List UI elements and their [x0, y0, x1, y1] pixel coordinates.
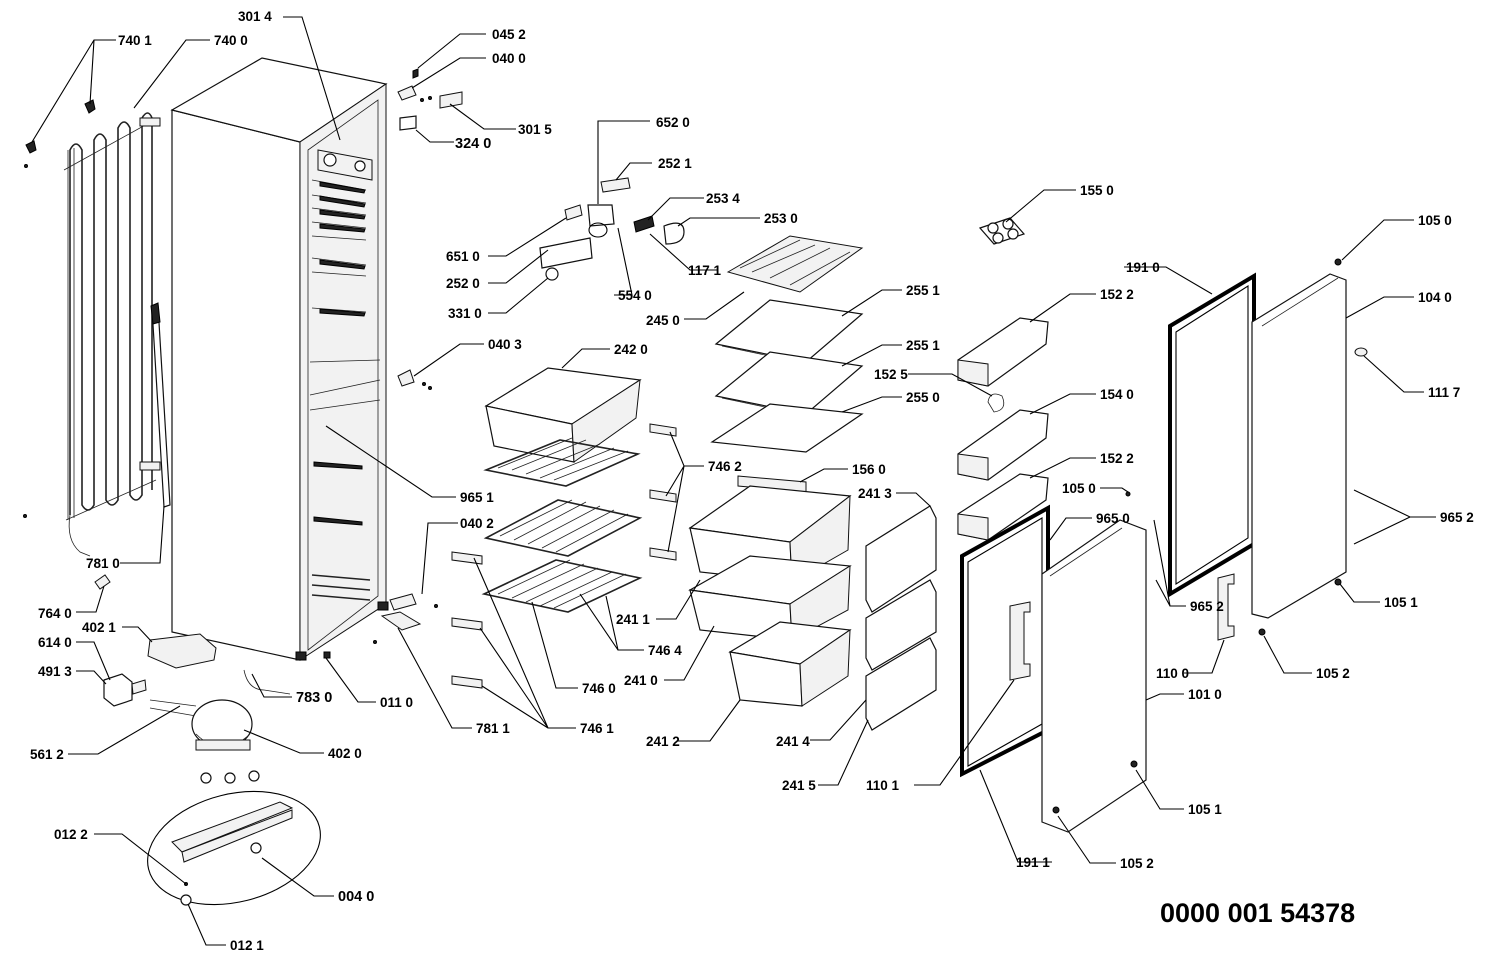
- callout: 554 0: [618, 288, 652, 303]
- callout: 101 0: [1188, 687, 1222, 702]
- callout: 011 0: [380, 695, 413, 710]
- callout: 614 0: [38, 635, 72, 650]
- fridge-door: [1125, 258, 1368, 641]
- callout: 045 2: [492, 27, 526, 42]
- callout: 040 3: [488, 337, 522, 352]
- freezer-drawers: [688, 475, 937, 731]
- callout: 012 1: [230, 938, 264, 953]
- callout: 110 0: [1156, 666, 1189, 681]
- thermostat-group: [539, 177, 685, 281]
- callout: 252 1: [658, 156, 692, 171]
- callout: 241 0: [624, 673, 658, 688]
- callout: 402 1: [82, 620, 116, 635]
- callout: 740 0: [214, 33, 248, 48]
- callout: 242 0: [614, 342, 648, 357]
- callout: 253 4: [706, 191, 740, 206]
- callout: 255 1: [906, 283, 940, 298]
- callout: 152 2: [1100, 287, 1134, 302]
- callout: 152 5: [874, 367, 908, 382]
- callout: 252 0: [446, 276, 480, 291]
- callout: 245 0: [646, 313, 680, 328]
- callout: 651 0: [446, 249, 480, 264]
- callout: 110 1: [866, 778, 900, 793]
- hinge-781-1: [380, 611, 422, 631]
- callout: 253 0: [764, 211, 798, 226]
- callout: 783 0: [296, 690, 332, 706]
- document-number: 0000 001 54378: [1160, 898, 1355, 928]
- callout: 491 3: [38, 664, 72, 679]
- callout-labels: 740 1 740 0 301 4 045 2 040 0 301 5 324 …: [30, 9, 1474, 953]
- callout: 155 0: [1080, 183, 1114, 198]
- callout: 746 2: [708, 459, 742, 474]
- callout: 105 2: [1316, 666, 1350, 681]
- bottom-hinge: [389, 593, 417, 611]
- callout: 241 2: [646, 734, 680, 749]
- compressor-bracket: [147, 633, 217, 669]
- callout: 111 7: [1428, 385, 1460, 400]
- top-hinge-parts: [397, 68, 463, 131]
- callout: 652 0: [656, 115, 690, 130]
- callout: 561 2: [30, 747, 64, 762]
- callout: 191 0: [1126, 260, 1160, 275]
- callout: 040 2: [460, 516, 494, 531]
- callout: 241 3: [858, 486, 892, 501]
- callout: 402 0: [328, 746, 362, 761]
- callout: 764 0: [38, 606, 72, 621]
- crisper-box: [484, 367, 642, 463]
- drain-pipe: [150, 302, 171, 508]
- callout: 965 0: [1096, 511, 1130, 526]
- door-balconies: [957, 317, 1049, 541]
- cabinet: [170, 57, 389, 661]
- callout: 156 0: [852, 462, 886, 477]
- callout: 746 0: [582, 681, 616, 696]
- callout: 331 0: [448, 306, 482, 321]
- part-764-0: [94, 574, 111, 590]
- callout: 012 2: [54, 827, 88, 842]
- callout: 191 1: [1016, 855, 1050, 870]
- callout: 324 0: [455, 136, 491, 152]
- callout: 105 0: [1418, 213, 1452, 228]
- callout: 117 1: [688, 263, 722, 278]
- callout: 241 4: [776, 734, 810, 749]
- leader-lines: [31, 16, 1436, 946]
- compressor: [191, 699, 260, 784]
- clip-740-1: [23, 99, 96, 518]
- tube-783-0: [243, 669, 291, 695]
- glass-shelves: [710, 235, 864, 453]
- middle-hinge: [397, 369, 432, 390]
- condenser-coil: [63, 112, 161, 557]
- callout: 781 0: [86, 556, 120, 571]
- callout: 301 5: [518, 122, 552, 137]
- callout: 154 0: [1100, 387, 1134, 402]
- callout: 746 1: [580, 721, 614, 736]
- callout: 241 5: [782, 778, 816, 793]
- callout: 105 1: [1188, 802, 1222, 817]
- callout: 740 1: [118, 33, 152, 48]
- callout: 781 1: [476, 721, 510, 736]
- callout: 152 2: [1100, 451, 1134, 466]
- callout: 104 0: [1418, 290, 1452, 305]
- callout: 105 1: [1384, 595, 1418, 610]
- egg-tray: [978, 217, 1026, 245]
- callout: 255 1: [906, 338, 940, 353]
- callout: 004 0: [338, 889, 374, 905]
- callout: 255 0: [906, 390, 940, 405]
- callout: 105 0: [1062, 481, 1096, 496]
- wire-561-2: [149, 699, 197, 717]
- callout: 965 1: [460, 490, 494, 505]
- freezer-door: [960, 504, 1147, 833]
- callout: 241 1: [616, 612, 650, 627]
- base-plate: [147, 790, 321, 906]
- callout: 105 2: [1120, 856, 1154, 871]
- wire-shelves: [451, 423, 677, 689]
- callout: 965 2: [1440, 510, 1474, 525]
- callout: 965 2: [1190, 599, 1224, 614]
- callout: 040 0: [492, 51, 526, 66]
- callout: 301 4: [238, 9, 272, 24]
- relay: [103, 673, 133, 707]
- callout: 746 4: [648, 643, 682, 658]
